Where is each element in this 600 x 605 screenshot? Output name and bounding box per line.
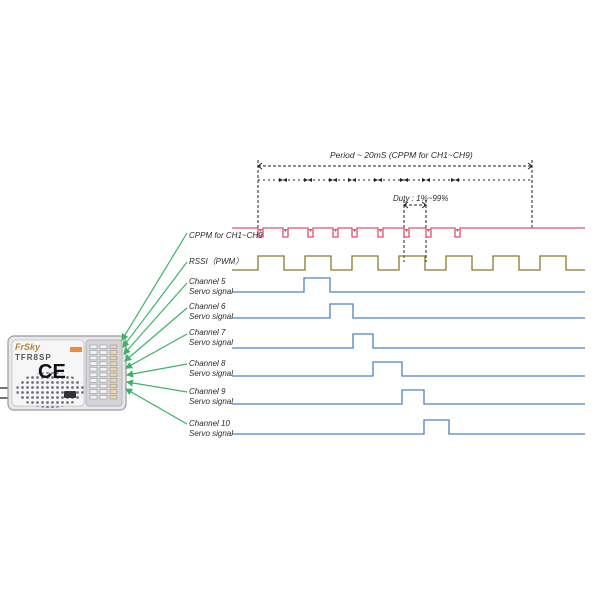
receiver-pin-headers bbox=[89, 344, 118, 400]
pin-8-2 bbox=[99, 383, 108, 389]
label-channel-7-sub: Servo signal bbox=[189, 338, 234, 347]
label-channel-8: Channel 8 bbox=[189, 359, 226, 368]
duty-label: Duty : 1%~99% bbox=[393, 194, 449, 203]
pin-1-2 bbox=[99, 344, 108, 349]
interval-marker-5 bbox=[374, 178, 382, 182]
servo-waveform-channel-6 bbox=[232, 303, 585, 319]
label-channel-10: Channel 10 bbox=[189, 419, 230, 428]
pointer-arrow-2 bbox=[122, 261, 188, 348]
servo-waveform-channel-10 bbox=[232, 419, 585, 435]
pin-8-3 bbox=[109, 383, 118, 389]
cppm-interval-markers bbox=[279, 178, 459, 182]
pin-3-3 bbox=[109, 355, 118, 361]
label-channel-6-sub: Servo signal bbox=[189, 312, 234, 321]
cppm-pulse-arrow-4 bbox=[333, 229, 338, 232]
interval-marker-4 bbox=[348, 178, 356, 182]
cppm-pulse-arrow-7 bbox=[404, 229, 409, 232]
period-dimension bbox=[257, 160, 533, 228]
servo-waveform-channel-5 bbox=[232, 277, 585, 293]
cppm-pulse-arrow-9 bbox=[455, 229, 460, 232]
pointer-arrow-6 bbox=[125, 363, 188, 378]
servo-waveform-channel-7 bbox=[232, 333, 585, 349]
pointer-arrow-4 bbox=[124, 307, 188, 362]
pin-5-2 bbox=[99, 367, 108, 372]
duty-dimension bbox=[403, 200, 427, 262]
pointer-arrow-7 bbox=[125, 379, 188, 393]
pin-9-1 bbox=[89, 389, 98, 394]
pin-4-3 bbox=[109, 361, 118, 366]
interval-marker-7 bbox=[422, 178, 430, 182]
servo-waveforms bbox=[232, 277, 585, 435]
cppm-waveform bbox=[232, 227, 585, 238]
cppm-pulse-arrow-6 bbox=[378, 229, 383, 232]
pointer-arrow-1 bbox=[121, 232, 188, 342]
pointer-arrow-5 bbox=[124, 333, 188, 369]
receiver-device bbox=[0, 335, 127, 411]
pin-10-2 bbox=[99, 395, 108, 400]
label-cppm: CPPM for CH1~CH9 bbox=[189, 231, 263, 240]
signal-pointer-arrows bbox=[121, 232, 188, 425]
pin-7-3 bbox=[109, 378, 118, 383]
interval-marker-8 bbox=[451, 178, 459, 182]
label-rssi: RSSI（PWM） bbox=[189, 257, 244, 266]
pin-9-3 bbox=[109, 389, 118, 394]
receiver-brand-logo: FrSky bbox=[15, 342, 41, 352]
pin-2-3 bbox=[109, 350, 118, 355]
interval-marker-2 bbox=[304, 178, 312, 182]
pin-1-1 bbox=[89, 344, 98, 349]
pin-2-2 bbox=[99, 350, 108, 355]
cppm-pulse-arrows bbox=[258, 229, 460, 232]
servo-waveform-channel-9 bbox=[232, 389, 585, 405]
interval-marker-1 bbox=[279, 178, 287, 182]
pin-3-2 bbox=[99, 355, 108, 361]
pin-1-3 bbox=[109, 344, 118, 349]
period-label: Period ~ 20mS (CPPM for CH1~CH9) bbox=[330, 150, 473, 160]
pin-3-1 bbox=[89, 355, 98, 361]
pin-4-1 bbox=[89, 361, 98, 366]
receiver-model: TFR8SP bbox=[15, 353, 52, 362]
cppm-pulse-arrow-2 bbox=[283, 229, 288, 232]
rssi-waveform bbox=[232, 255, 585, 271]
cppm-pulse-arrow-3 bbox=[308, 229, 313, 232]
interval-marker-6 bbox=[400, 178, 408, 182]
pin-6-2 bbox=[99, 372, 108, 377]
interval-marker-3 bbox=[329, 178, 337, 182]
label-channel-6: Channel 6 bbox=[189, 302, 226, 311]
pointer-arrow-3 bbox=[123, 282, 188, 355]
pin-6-3 bbox=[109, 372, 118, 377]
pin-8-1 bbox=[89, 383, 98, 389]
cppm-pulse-arrow-8 bbox=[426, 229, 431, 232]
pin-7-2 bbox=[99, 378, 108, 383]
pin-5-1 bbox=[89, 367, 98, 372]
cppm-pulse-arrow-1 bbox=[258, 229, 263, 232]
label-channel-8-sub: Servo signal bbox=[189, 369, 234, 378]
pin-7-1 bbox=[89, 378, 98, 383]
pin-9-2 bbox=[99, 389, 108, 394]
cppm-pulse-arrow-5 bbox=[352, 229, 357, 232]
pin-10-3 bbox=[109, 395, 118, 400]
servo-waveform-channel-8 bbox=[232, 361, 585, 377]
pin-4-2 bbox=[99, 361, 108, 366]
label-channel-10-sub: Servo signal bbox=[189, 429, 234, 438]
label-channel-5-sub: Servo signal bbox=[189, 287, 234, 296]
label-channel-5: Channel 5 bbox=[189, 277, 226, 286]
label-channel-9: Channel 9 bbox=[189, 387, 226, 396]
pin-10-1 bbox=[89, 395, 98, 400]
pointer-arrow-8 bbox=[124, 388, 188, 425]
pin-6-1 bbox=[89, 372, 98, 377]
ce-mark: CE bbox=[38, 361, 66, 383]
pin-2-1 bbox=[89, 350, 98, 355]
label-channel-7: Channel 7 bbox=[189, 328, 226, 337]
label-channel-9-sub: Servo signal bbox=[189, 397, 234, 406]
pin-5-3 bbox=[109, 367, 118, 372]
